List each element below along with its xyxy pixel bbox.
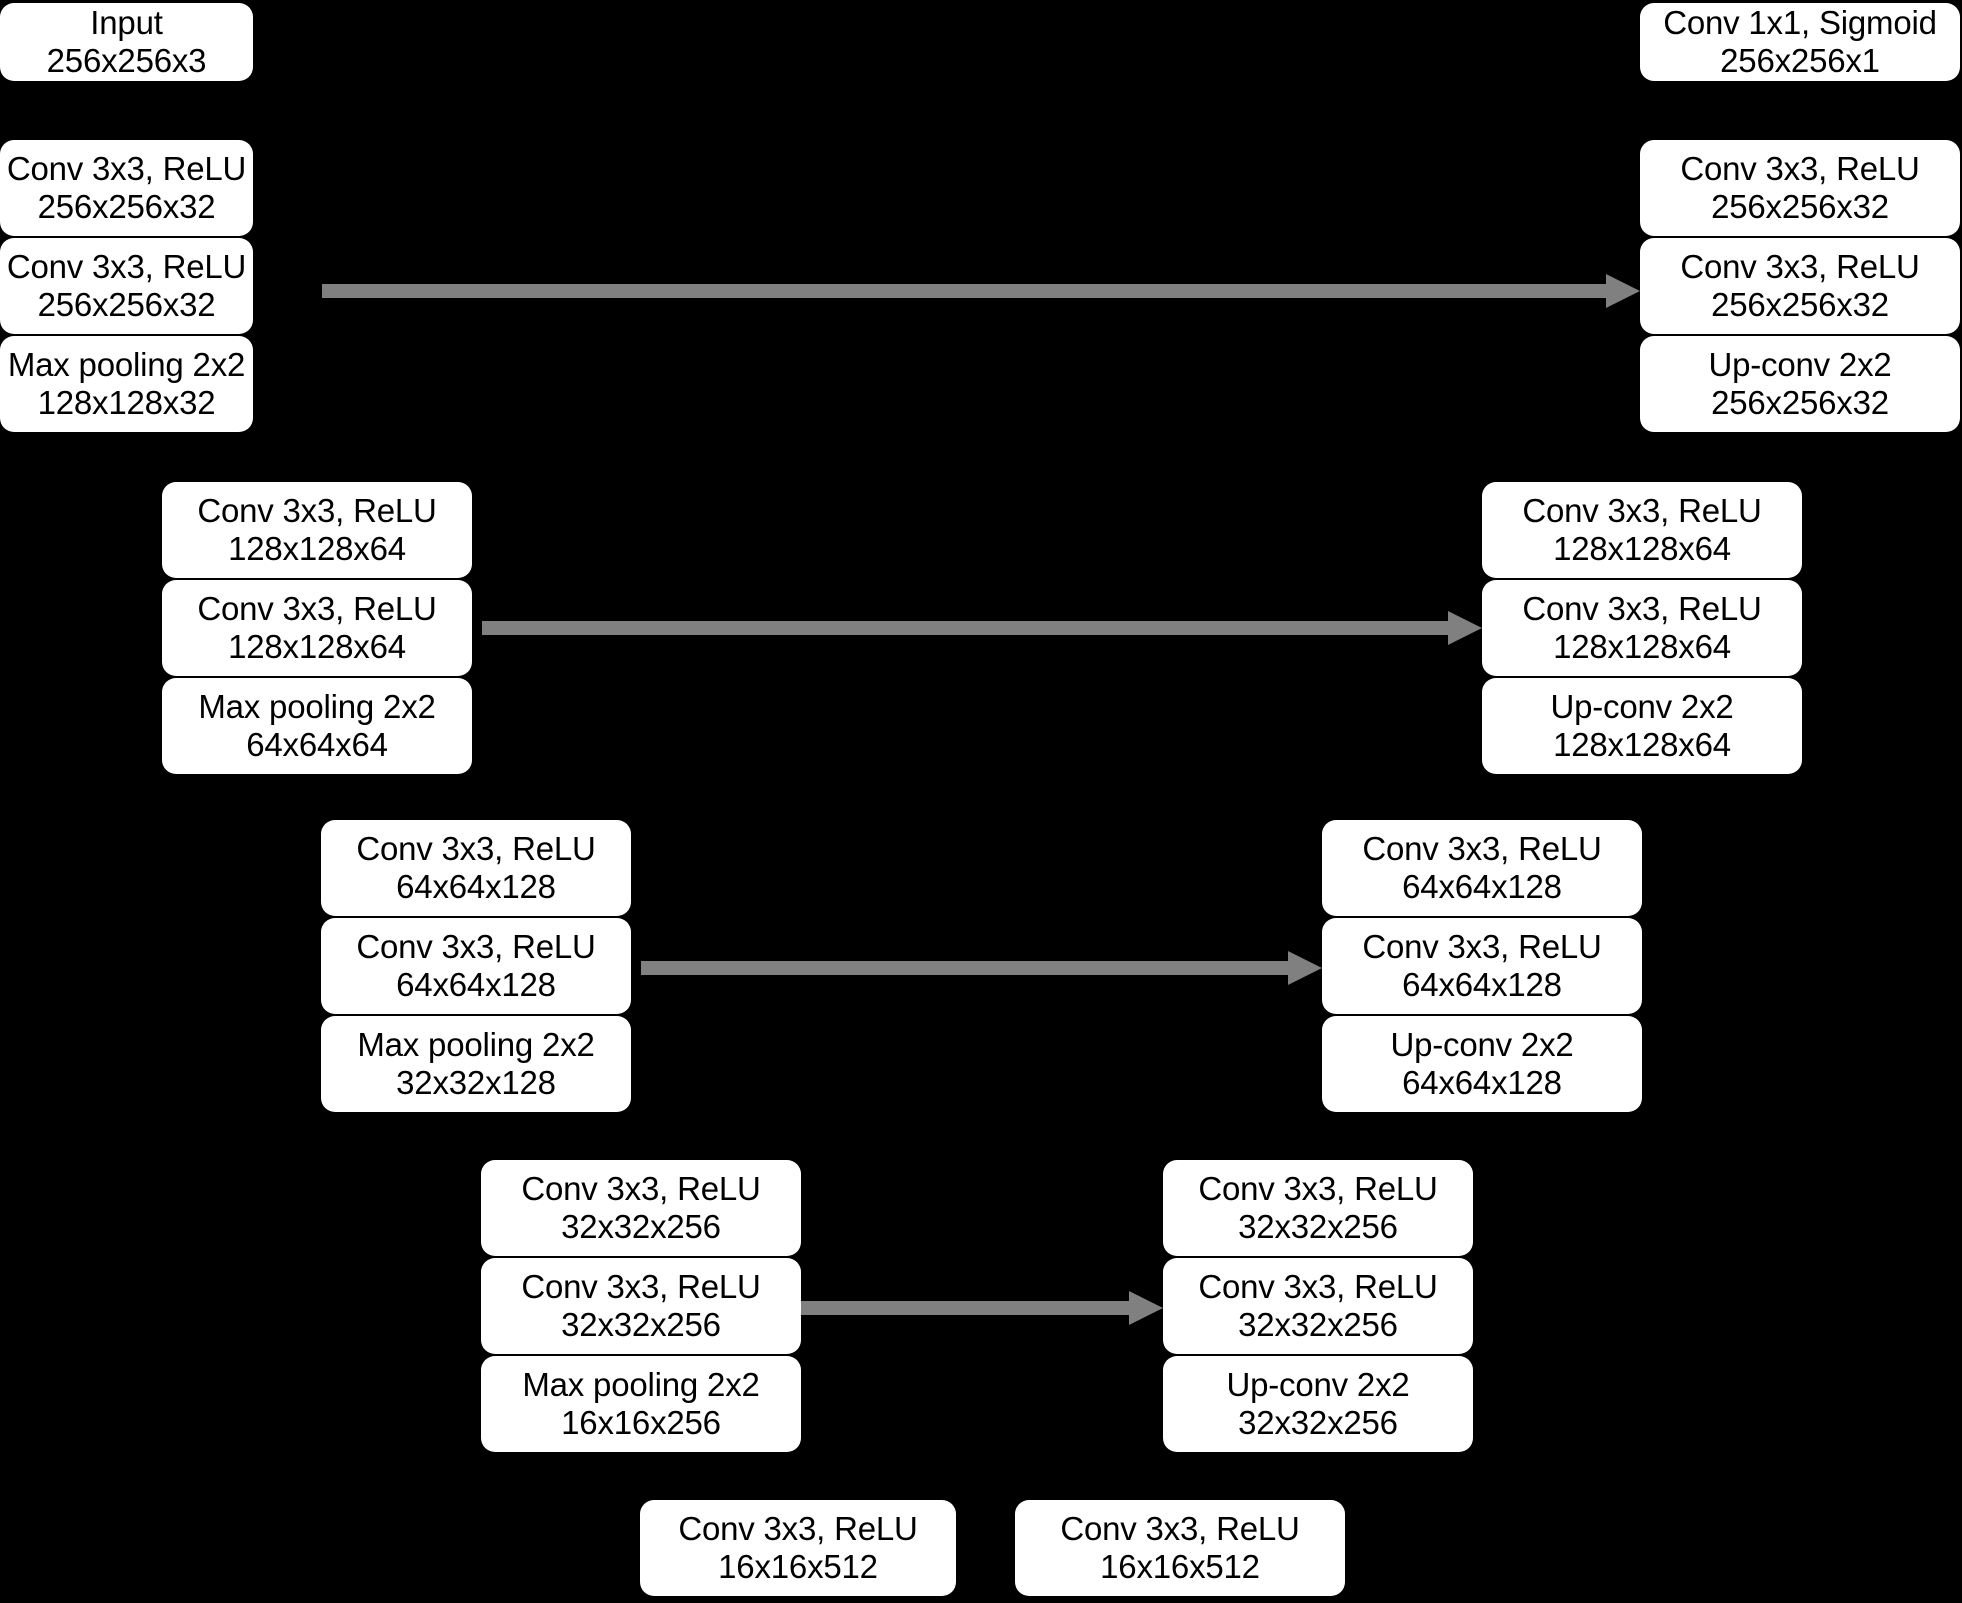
skip-connection-arrow-level-3 xyxy=(641,951,1322,985)
node-shape-label: 32x32x256 xyxy=(1238,1404,1398,1441)
arrow-head-icon xyxy=(1448,611,1482,645)
node-shape-label: 16x16x512 xyxy=(718,1548,878,1585)
skip-connection-arrow-level-4 xyxy=(801,1291,1163,1325)
node-op-label: Conv 3x3, ReLU xyxy=(1060,1510,1300,1548)
node-op-label: Up-conv 2x2 xyxy=(1550,688,1734,726)
node-encoder-l1-conv2[interactable]: Conv 3x3, ReLU 256x256x32 xyxy=(0,238,253,334)
node-decoder-l1-conv1[interactable]: Conv 3x3, ReLU 256x256x32 xyxy=(1640,140,1960,236)
node-decoder-l2-conv1[interactable]: Conv 3x3, ReLU 128x128x64 xyxy=(1482,482,1802,578)
node-shape-label: 256x256x32 xyxy=(37,188,216,225)
node-op-label: Conv 3x3, ReLU xyxy=(678,1510,918,1548)
node-shape-label: 256x256x32 xyxy=(1711,286,1889,323)
node-encoder-l3-conv1[interactable]: Conv 3x3, ReLU 64x64x128 xyxy=(321,820,631,916)
node-shape-label: 32x32x128 xyxy=(396,1064,556,1101)
node-decoder-l4-conv1[interactable]: Conv 3x3, ReLU 32x32x256 xyxy=(1163,1160,1473,1256)
node-decoder-l1-upconv[interactable]: Up-conv 2x2 256x256x32 xyxy=(1640,336,1960,432)
node-shape-label: 64x64x128 xyxy=(396,966,556,1003)
node-decoder-l2-conv2[interactable]: Conv 3x3, ReLU 128x128x64 xyxy=(1482,580,1802,676)
node-input[interactable]: Input 256x256x3 xyxy=(0,3,253,81)
node-shape-label: 128x128x64 xyxy=(228,628,406,665)
node-op-label: Up-conv 2x2 xyxy=(1708,346,1892,384)
node-shape-label: 16x16x512 xyxy=(1100,1548,1260,1585)
arrow-shaft xyxy=(482,621,1448,635)
node-shape-label: 256x256x32 xyxy=(37,286,216,323)
node-shape-label: 32x32x256 xyxy=(561,1208,721,1245)
node-bottleneck-conv1[interactable]: Conv 3x3, ReLU 16x16x512 xyxy=(640,1500,956,1596)
node-encoder-l1-conv1[interactable]: Conv 3x3, ReLU 256x256x32 xyxy=(0,140,253,236)
node-op-label: Conv 3x3, ReLU xyxy=(6,248,247,286)
node-encoder-l3-conv2[interactable]: Conv 3x3, ReLU 64x64x128 xyxy=(321,918,631,1014)
node-op-label: Conv 3x3, ReLU xyxy=(1522,590,1762,628)
skip-connection-arrow-level-2 xyxy=(482,611,1482,645)
node-encoder-l2-conv1[interactable]: Conv 3x3, ReLU 128x128x64 xyxy=(162,482,472,578)
node-op-label: Conv 3x3, ReLU xyxy=(1362,928,1602,966)
node-shape-label: 16x16x256 xyxy=(561,1404,721,1441)
arrow-shaft xyxy=(801,1301,1129,1315)
node-decoder-l4-conv2[interactable]: Conv 3x3, ReLU 32x32x256 xyxy=(1163,1258,1473,1354)
node-encoder-l2-maxpool[interactable]: Max pooling 2x2 64x64x64 xyxy=(162,678,472,774)
arrow-shaft xyxy=(322,284,1606,298)
node-shape-label: 256x256x32 xyxy=(1711,188,1889,225)
node-op-label: Conv 3x3, ReLU xyxy=(197,492,437,530)
node-decoder-l4-upconv[interactable]: Up-conv 2x2 32x32x256 xyxy=(1163,1356,1473,1452)
node-op-label: Max pooling 2x2 xyxy=(522,1366,760,1404)
node-op-label: Conv 3x3, ReLU xyxy=(521,1268,761,1306)
node-shape-label: 256x256x3 xyxy=(46,42,207,79)
node-shape-label: 128x128x64 xyxy=(228,530,406,567)
node-op-label: Conv 3x3, ReLU xyxy=(1198,1170,1438,1208)
skip-connection-arrow-level-1 xyxy=(322,274,1640,308)
node-shape-label: 64x64x128 xyxy=(1402,868,1562,905)
node-shape-label: 64x64x64 xyxy=(246,726,388,763)
node-op-label: Up-conv 2x2 xyxy=(1226,1366,1410,1404)
node-encoder-l1-maxpool[interactable]: Max pooling 2x2 128x128x32 xyxy=(0,336,253,432)
node-op-label: Conv 3x3, ReLU xyxy=(356,830,596,868)
node-op-label: Conv 1x1, Sigmoid xyxy=(1663,4,1937,42)
arrow-head-icon xyxy=(1129,1291,1163,1325)
node-shape-label: 64x64x128 xyxy=(1402,1064,1562,1101)
node-decoder-l1-conv2[interactable]: Conv 3x3, ReLU 256x256x32 xyxy=(1640,238,1960,334)
node-decoder-l3-conv1[interactable]: Conv 3x3, ReLU 64x64x128 xyxy=(1322,820,1642,916)
node-op-label: Conv 3x3, ReLU xyxy=(356,928,596,966)
node-op-label: Conv 3x3, ReLU xyxy=(1522,492,1762,530)
node-decoder-l3-upconv[interactable]: Up-conv 2x2 64x64x128 xyxy=(1322,1016,1642,1112)
node-op-label: Input xyxy=(90,4,163,42)
node-shape-label: 128x128x64 xyxy=(1553,530,1731,567)
node-op-label: Conv 3x3, ReLU xyxy=(1680,248,1920,286)
node-op-label: Conv 3x3, ReLU xyxy=(1198,1268,1438,1306)
node-op-label: Max pooling 2x2 xyxy=(357,1026,595,1064)
node-op-label: Conv 3x3, ReLU xyxy=(1362,830,1602,868)
node-bottleneck-conv2[interactable]: Conv 3x3, ReLU 16x16x512 xyxy=(1015,1500,1345,1596)
node-shape-label: 64x64x128 xyxy=(396,868,556,905)
node-shape-label: 256x256x32 xyxy=(1711,384,1889,421)
node-op-label: Up-conv 2x2 xyxy=(1390,1026,1574,1064)
node-op-label: Conv 3x3, ReLU xyxy=(6,150,247,188)
node-shape-label: 128x128x32 xyxy=(37,384,216,421)
arrow-head-icon xyxy=(1288,951,1322,985)
node-shape-label: 256x256x1 xyxy=(1720,42,1880,79)
node-op-label: Conv 3x3, ReLU xyxy=(197,590,437,628)
node-encoder-l3-maxpool[interactable]: Max pooling 2x2 32x32x128 xyxy=(321,1016,631,1112)
node-decoder-l2-upconv[interactable]: Up-conv 2x2 128x128x64 xyxy=(1482,678,1802,774)
node-op-label: Conv 3x3, ReLU xyxy=(1680,150,1920,188)
node-op-label: Conv 3x3, ReLU xyxy=(521,1170,761,1208)
node-shape-label: 32x32x256 xyxy=(1238,1208,1398,1245)
node-decoder-l3-conv2[interactable]: Conv 3x3, ReLU 64x64x128 xyxy=(1322,918,1642,1014)
node-op-label: Max pooling 2x2 xyxy=(198,688,436,726)
arrow-head-icon xyxy=(1606,274,1640,308)
node-encoder-l4-conv2[interactable]: Conv 3x3, ReLU 32x32x256 xyxy=(481,1258,801,1354)
node-shape-label: 32x32x256 xyxy=(1238,1306,1398,1343)
node-encoder-l2-conv2[interactable]: Conv 3x3, ReLU 128x128x64 xyxy=(162,580,472,676)
node-shape-label: 128x128x64 xyxy=(1553,726,1731,763)
arrow-shaft xyxy=(641,961,1288,975)
node-encoder-l4-conv1[interactable]: Conv 3x3, ReLU 32x32x256 xyxy=(481,1160,801,1256)
node-shape-label: 32x32x256 xyxy=(561,1306,721,1343)
node-decoder-l1-output-conv[interactable]: Conv 1x1, Sigmoid 256x256x1 xyxy=(1640,3,1960,81)
node-encoder-l4-maxpool[interactable]: Max pooling 2x2 16x16x256 xyxy=(481,1356,801,1452)
node-op-label: Max pooling 2x2 xyxy=(7,346,246,384)
node-shape-label: 64x64x128 xyxy=(1402,966,1562,1003)
node-shape-label: 128x128x64 xyxy=(1553,628,1731,665)
